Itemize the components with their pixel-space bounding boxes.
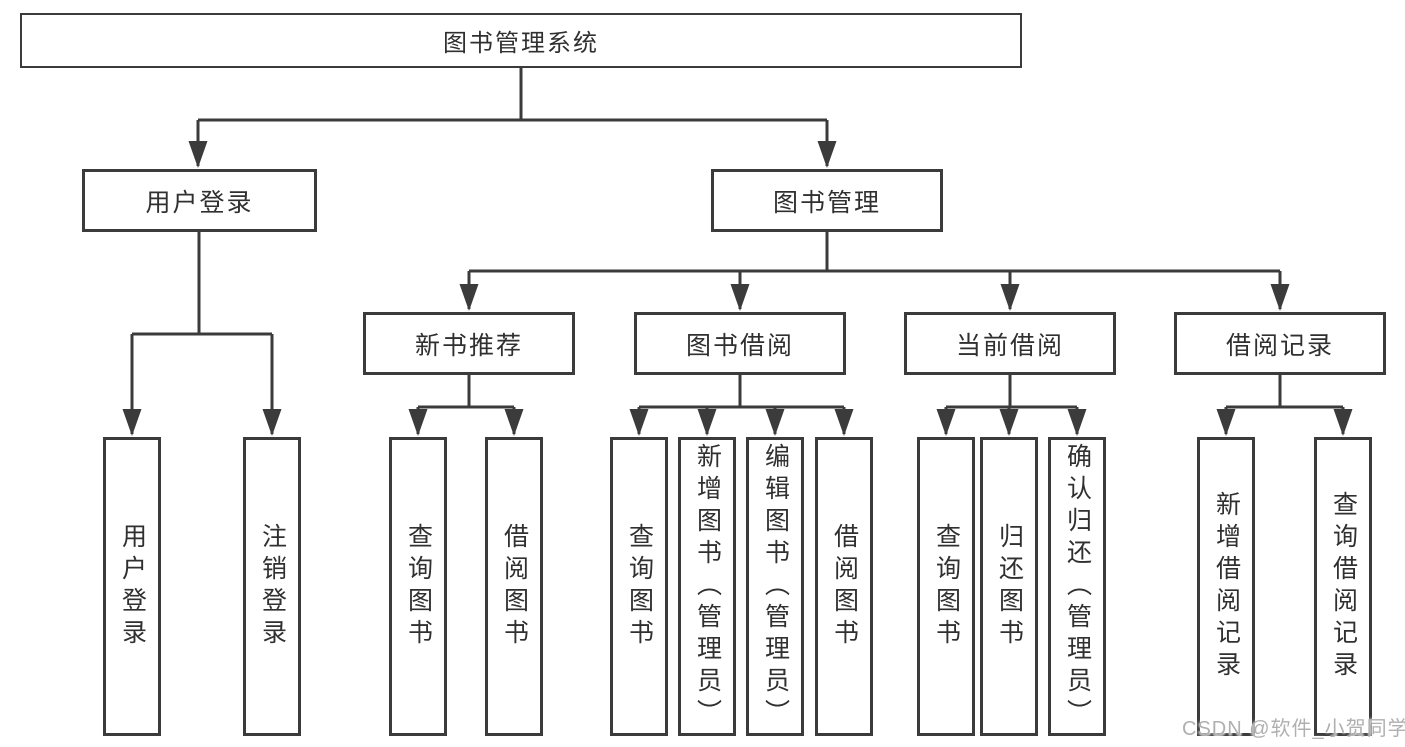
node-label: 查询图书 [404, 522, 433, 651]
leaf-edit-book-admin: 编辑图书（管理员） [746, 437, 804, 736]
node-book-management: 图书管理 [711, 169, 943, 232]
node-new-book-recommend: 新书推荐 [363, 312, 575, 375]
node-borrow-records: 借阅记录 [1174, 312, 1386, 375]
node-label: 借阅图书 [830, 522, 859, 651]
leaf-borrow-books-recommend: 借阅图书 [485, 437, 543, 736]
leaf-query-borrow-record: 查询借阅记录 [1314, 437, 1372, 736]
csdn-watermark: CSDN @软件_小贺同学 [1182, 718, 1405, 740]
leaf-borrow-books: 借阅图书 [815, 437, 873, 736]
node-label: 归还图书 [995, 522, 1024, 651]
node-label: 用户登录 [145, 188, 254, 217]
leaf-query-books-recommend: 查询图书 [389, 437, 447, 736]
node-label: 用户登录 [118, 522, 147, 651]
node-label: 借阅图书 [500, 522, 529, 651]
leaf-user-login: 用户登录 [103, 437, 161, 736]
leaf-confirm-return-admin: 确认归还（管理员） [1048, 437, 1106, 736]
node-label: 查询图书 [932, 522, 961, 651]
node-label: 查询图书 [625, 522, 654, 651]
leaf-query-books-current: 查询图书 [917, 437, 975, 736]
node-label: 确认归还（管理员） [1063, 442, 1092, 731]
leaf-add-book-admin: 新增图书（管理员） [678, 437, 736, 736]
node-label: 当前借阅 [955, 331, 1064, 360]
node-label: 编辑图书（管理员） [761, 442, 790, 731]
node-label: 图书管理系统 [443, 30, 599, 57]
node-label: 借阅记录 [1225, 331, 1334, 360]
node-book-borrow: 图书借阅 [634, 312, 846, 375]
node-label: 新增借阅记录 [1212, 490, 1241, 683]
node-user-login: 用户登录 [82, 169, 317, 232]
node-label: 新书推荐 [414, 331, 523, 360]
node-label: 图书管理 [772, 188, 881, 217]
leaf-logout: 注销登录 [243, 437, 301, 736]
node-label: 注销登录 [258, 522, 287, 651]
node-label: 查询借阅记录 [1329, 490, 1358, 683]
node-label: 新增图书（管理员） [693, 442, 722, 731]
node-current-borrow: 当前借阅 [904, 312, 1116, 375]
leaf-add-borrow-record: 新增借阅记录 [1197, 437, 1255, 736]
node-label: 图书借阅 [685, 331, 794, 360]
leaf-query-books-borrow: 查询图书 [610, 437, 668, 736]
node-library-management-system: 图书管理系统 [20, 13, 1022, 68]
leaf-return-book: 归还图书 [980, 437, 1038, 736]
